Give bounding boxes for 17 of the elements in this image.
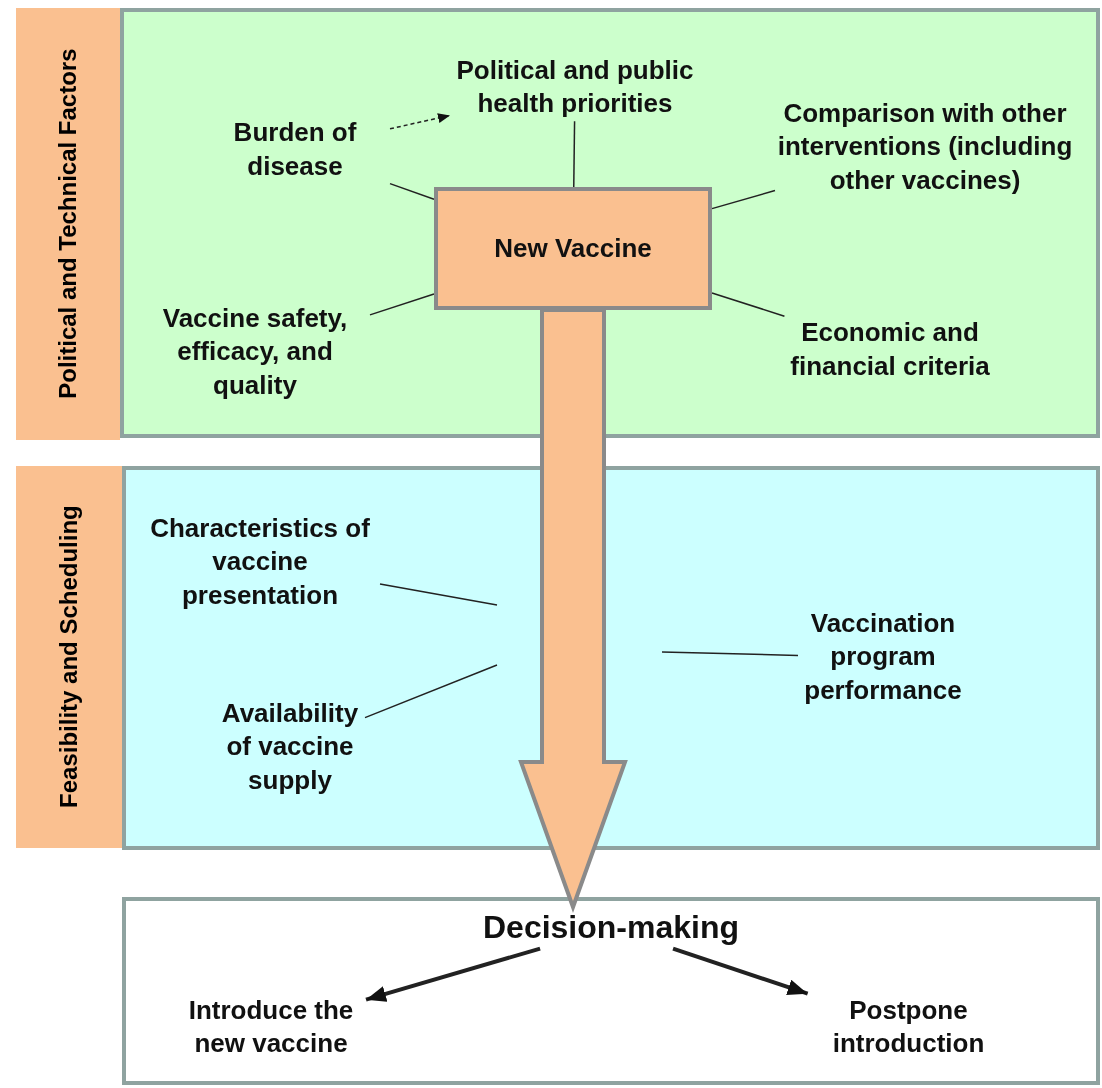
factor-label: Characteristics of vaccine presentation: [140, 511, 380, 614]
factor-label: Vaccine safety, efficacy, and quality: [140, 301, 370, 404]
side-label-tab: Feasibility and Scheduling: [16, 466, 122, 848]
factor-label: Economic and financial criteria: [755, 316, 1025, 384]
factor-label: Vaccination program performance: [798, 606, 968, 709]
factor-label: Availability of vaccine supply: [215, 696, 365, 799]
factor-label: Burden of disease: [200, 116, 390, 184]
process-box: New Vaccine: [434, 187, 712, 310]
factor-label: Comparison with other interventions (including other vaccines): [775, 96, 1075, 199]
panel-heading: Decision-making: [481, 908, 741, 947]
factor-label: Postpone introduction: [786, 993, 1031, 1062]
panel: [120, 8, 1100, 438]
factor-label: Introduce the new vaccine: [176, 993, 366, 1062]
factor-label: Political and public health priorities: [450, 53, 700, 122]
side-label-tab: Political and Technical Factors: [16, 8, 120, 440]
panel: [122, 466, 1100, 850]
panel: [122, 897, 1100, 1085]
